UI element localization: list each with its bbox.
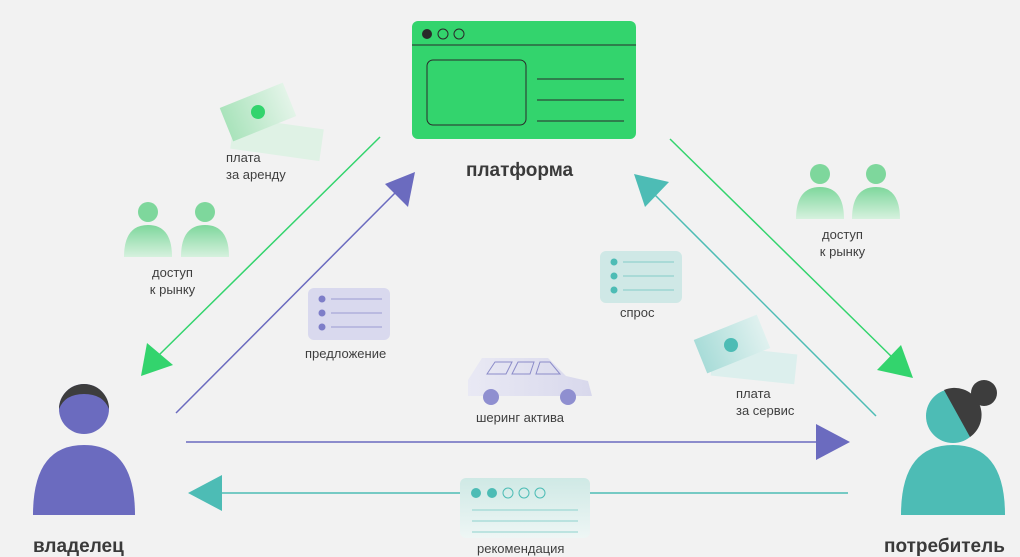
banknote-icon	[219, 82, 324, 162]
list-card-icon	[308, 288, 390, 340]
banknote-icon	[693, 314, 798, 385]
person-icon	[901, 380, 1005, 515]
person-icon	[33, 384, 135, 515]
asset-sharing-label: шеринг актива	[476, 410, 564, 425]
owner-label: владелец	[33, 536, 124, 557]
car-icon	[468, 358, 592, 405]
market-access-right-label: доступ к рынку	[819, 227, 866, 259]
service-fee-label: плата за сервис	[736, 386, 795, 418]
list-card-icon	[600, 251, 682, 303]
arrow-owner-to-platform	[175, 172, 415, 414]
arrow-platform-to-consumer	[669, 138, 913, 378]
arrow-consumer-to-platform	[634, 174, 877, 417]
people-icon	[796, 164, 900, 219]
people-icon	[124, 202, 229, 257]
rent-fee-label: плата за аренду	[226, 150, 286, 182]
arrow-platform-to-owner	[141, 136, 381, 376]
market-access-left-label: доступ к рынку	[149, 265, 196, 297]
rating-card-icon	[460, 478, 590, 538]
consumer-label: потребитель	[884, 536, 1005, 557]
browser-window-icon	[412, 21, 636, 139]
platform-label: платформа	[466, 160, 574, 181]
demand-label: спрос	[620, 305, 655, 320]
recommendation-label: рекомендация	[477, 541, 565, 556]
offer-label: предложение	[305, 346, 387, 361]
arrow-owner-to-consumer	[186, 424, 850, 460]
